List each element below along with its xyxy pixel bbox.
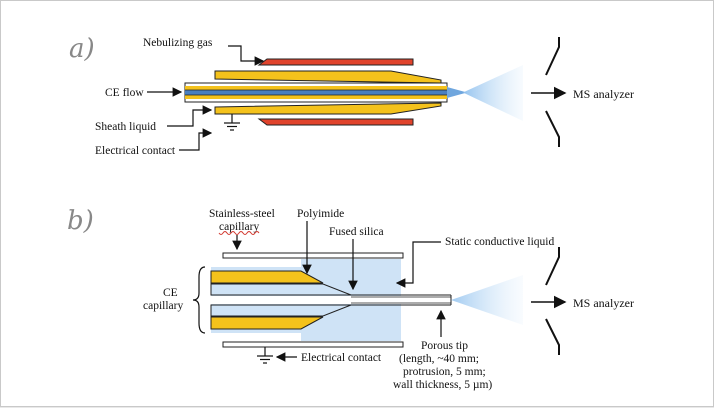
capillary-coating-bottom [185,95,447,99]
nebulizing-gas-label: Nebulizing gas [143,37,213,49]
sheath-tube-bottom [214,102,442,115]
panel-a: a) MS analyzer Nebulizing gas CE flow Sh… [69,34,634,157]
porous-tip-line-2: protrusion, 5 mm; [403,366,486,378]
polyimide-label: Polyimide [297,208,344,220]
electrical-contact-arrow-a [179,128,213,151]
electrical-contact-label-a: Electrical contact [95,145,176,157]
porous-tip-line-1: (length, ~40 mm; [399,353,479,365]
ce-capillary-label-line2: capillary [143,300,183,312]
ce-capillary-bracket [192,266,206,334]
electrospray-plume [463,65,523,121]
panel-b-letter: b) [67,206,94,236]
ms-inlet-lower-b [545,318,560,355]
nebulizer-tube-bottom [257,118,414,126]
static-conductive-liquid-label: Static conductive liquid [445,236,554,248]
panel-a-letter: a) [69,34,95,64]
ms-inlet-upper [545,37,560,76]
ms-inlet-lower [545,110,560,147]
ms-analyzer-label-b: MS analyzer [573,296,634,310]
electrospray-plume-b [451,275,523,325]
panel-b: b) MS analyzer Stainless-steel capillary [67,206,634,391]
stainless-steel-wall-bottom [222,341,404,348]
ms-analyzer-label-a: MS analyzer [573,87,634,101]
ce-capillary-lumen [185,90,455,95]
ground-icon-a [224,114,240,131]
capillary-lumen [211,296,451,304]
sheath-liquid-arrow [167,105,213,127]
porous-tip-line-0: Porous tip [421,340,468,352]
ce-capillary-label-line1: CE [163,287,178,299]
stainless-steel-wall-top [222,252,404,259]
static-liquid-arrow [395,241,441,288]
sheath-liquid-label: Sheath liquid [95,121,156,133]
nebulizing-gas-arrow [228,45,265,66]
capillary-coating-top [185,86,447,90]
stainless-steel-label-line1: Stainless-steel [209,208,275,220]
ground-icon-b [257,347,273,364]
polyimide-coating-top [210,270,324,284]
nebulizer-tube-top [257,58,414,66]
taylor-cone [447,87,467,98]
polyimide-coating-bottom [210,316,324,330]
spellcheck-underline [218,231,260,235]
sheath-tube-top [214,70,442,84]
ce-flow-label: CE flow [105,87,144,99]
fused-silica-label: Fused silica [329,226,384,238]
porous-tip-line-3: wall thickness, 5 µm) [393,379,492,391]
ms-inlet-upper-b [545,247,560,286]
electrical-contact-label-b: Electrical contact [301,352,382,364]
stainless-steel-label-line2: capillary [219,221,259,233]
fused-silica-taper-bottom [210,304,352,317]
